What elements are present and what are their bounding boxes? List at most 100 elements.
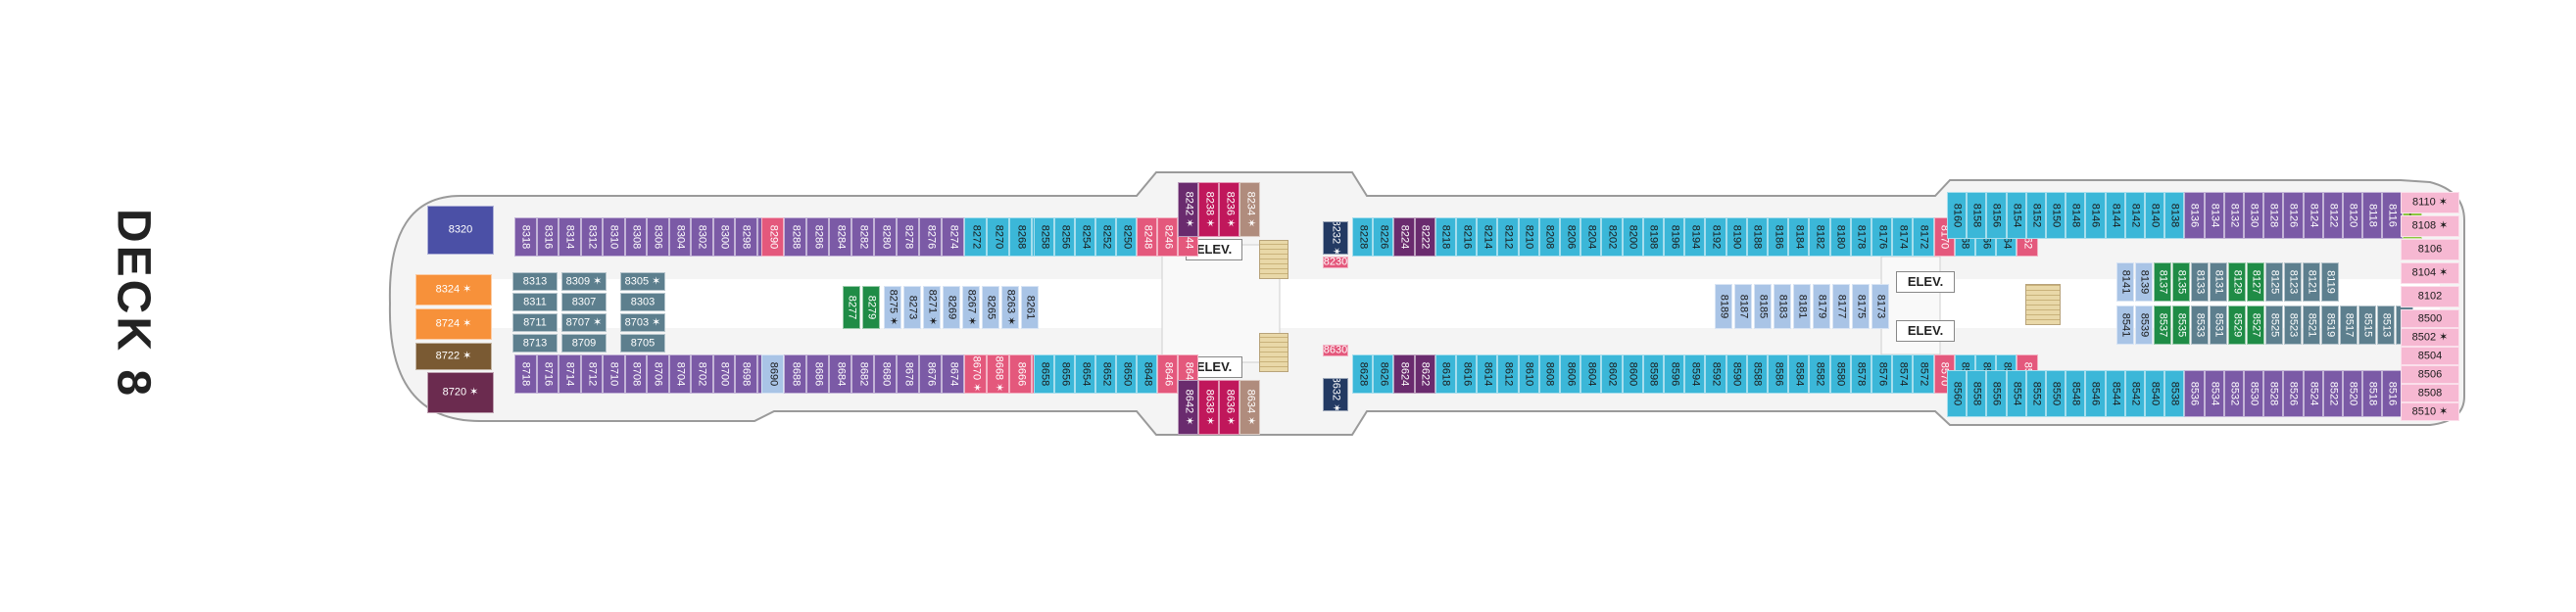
cabin-8588[interactable]: 8588 — [1746, 354, 1768, 394]
cabin-8129[interactable]: 8129 — [2228, 262, 2246, 302]
cabin-8122[interactable]: 8122 — [2322, 192, 2343, 239]
cabin-8146[interactable]: 8146 — [2085, 192, 2106, 239]
cabin-8520[interactable]: 8520 — [2343, 370, 2363, 417]
cabin-8534[interactable]: 8534 — [2204, 370, 2224, 417]
cabin-8271[interactable]: 8271 ✶ — [923, 286, 941, 329]
cabin-8526[interactable]: 8526 — [2283, 370, 2304, 417]
cabin-8131[interactable]: 8131 — [2210, 262, 2227, 302]
cabin-8200[interactable]: 8200 — [1622, 217, 1643, 257]
cabin-8183[interactable]: 8183 — [1774, 284, 1791, 329]
cabin-8236[interactable]: 8236 ✶ — [1219, 182, 1239, 237]
cabin-8636[interactable]: 8636 ✶ — [1219, 380, 1239, 435]
cabin-8502[interactable]: 8502 ✶ — [2401, 328, 2459, 347]
cabin-8298[interactable]: 8298 — [735, 217, 757, 257]
cabin-8238[interactable]: 8238 ✶ — [1198, 182, 1219, 237]
cabin-8654[interactable]: 8654 — [1075, 354, 1095, 394]
cabin-8232[interactable]: 8232 ✶ — [1323, 221, 1348, 255]
cabin-8230[interactable]: 8230 — [1323, 257, 1348, 268]
cabin-8234[interactable]: 8234 ✶ — [1239, 182, 1260, 237]
cabin-8318[interactable]: 8318 — [514, 217, 537, 257]
cabin-8552[interactable]: 8552 — [2025, 370, 2046, 417]
cabin-8521[interactable]: 8521 — [2303, 306, 2320, 345]
cabin-8258[interactable]: 8258 — [1034, 217, 1054, 257]
cabin-8504[interactable]: 8504 — [2401, 347, 2459, 365]
cabin-8263[interactable]: 8263 ✶ — [1001, 286, 1019, 329]
cabin-8531[interactable]: 8531 — [2210, 306, 2227, 345]
cabin-8206[interactable]: 8206 — [1560, 217, 1581, 257]
cabin-8274[interactable]: 8274 — [942, 217, 964, 257]
cabin-8248[interactable]: 8248 — [1137, 217, 1157, 257]
cabin-8523[interactable]: 8523 — [2284, 306, 2302, 345]
cabin-8624[interactable]: 8624 — [1393, 354, 1415, 394]
cabin-8135[interactable]: 8135 — [2172, 262, 2190, 302]
cabin-8616[interactable]: 8616 — [1456, 354, 1478, 394]
cabin-8275[interactable]: 8275 ✶ — [884, 286, 901, 329]
cabin-8554[interactable]: 8554 — [2006, 370, 2026, 417]
cabin-8180[interactable]: 8180 — [1829, 217, 1851, 257]
cabin-8670[interactable]: 8670 ✶ — [964, 354, 987, 394]
cabin-8218[interactable]: 8218 — [1434, 217, 1456, 257]
cabin-8133[interactable]: 8133 — [2191, 262, 2209, 302]
cabin-8304[interactable]: 8304 — [668, 217, 691, 257]
cabin-8516[interactable]: 8516 — [2382, 370, 2403, 417]
cabin-8308[interactable]: 8308 — [624, 217, 647, 257]
cabin-8148[interactable]: 8148 — [2066, 192, 2086, 239]
cabin-8646[interactable]: 8646 — [1157, 354, 1178, 394]
cabin-8204[interactable]: 8204 — [1580, 217, 1602, 257]
cabin-8300[interactable]: 8300 — [712, 217, 735, 257]
cabin-8590[interactable]: 8590 — [1725, 354, 1747, 394]
cabin-8288[interactable]: 8288 — [784, 217, 806, 257]
cabin-8184[interactable]: 8184 — [1788, 217, 1810, 257]
cabin-8550[interactable]: 8550 — [2046, 370, 2066, 417]
cabin-8222[interactable]: 8222 — [1414, 217, 1435, 257]
cabin-8536[interactable]: 8536 — [2184, 370, 2205, 417]
cabin-8272[interactable]: 8272 — [964, 217, 987, 257]
cabin-8535[interactable]: 8535 — [2172, 306, 2190, 345]
cabin-8518[interactable]: 8518 — [2362, 370, 2383, 417]
cabin-8307[interactable]: 8307 — [561, 293, 607, 311]
cabin-8303[interactable]: 8303 — [620, 293, 665, 311]
cabin-8134[interactable]: 8134 — [2204, 192, 2224, 239]
cabin-8710[interactable]: 8710 — [603, 354, 625, 394]
cabin-8584[interactable]: 8584 — [1788, 354, 1810, 394]
cabin-8582[interactable]: 8582 — [1809, 354, 1830, 394]
cabin-8314[interactable]: 8314 — [559, 217, 581, 257]
cabin-8510[interactable]: 8510 ✶ — [2401, 402, 2459, 421]
cabin-8120[interactable]: 8120 — [2343, 192, 2363, 239]
cabin-8175[interactable]: 8175 — [1852, 284, 1870, 329]
cabin-8311[interactable]: 8311 — [512, 293, 558, 311]
cabin-8684[interactable]: 8684 — [829, 354, 851, 394]
cabin-8116[interactable]: 8116 — [2382, 192, 2403, 239]
cabin-8656[interactable]: 8656 — [1054, 354, 1075, 394]
cabin-8525[interactable]: 8525 — [2265, 306, 2283, 345]
cabin-8190[interactable]: 8190 — [1725, 217, 1747, 257]
cabin-8630[interactable]: 8630 — [1323, 345, 1348, 356]
cabin-8690[interactable]: 8690 — [761, 354, 784, 394]
cabin-8707[interactable]: 8707 ✶ — [561, 313, 607, 332]
cabin-8676[interactable]: 8676 — [919, 354, 942, 394]
cabin-8130[interactable]: 8130 — [2244, 192, 2264, 239]
cabin-8596[interactable]: 8596 — [1664, 354, 1685, 394]
cabin-8256[interactable]: 8256 — [1054, 217, 1075, 257]
cabin-8705[interactable]: 8705 — [620, 334, 665, 353]
cabin-8127[interactable]: 8127 — [2247, 262, 2264, 302]
cabin-8177[interactable]: 8177 — [1832, 284, 1850, 329]
cabin-8610[interactable]: 8610 — [1518, 354, 1539, 394]
cabin-8186[interactable]: 8186 — [1768, 217, 1789, 257]
cabin-8194[interactable]: 8194 — [1684, 217, 1706, 257]
cabin-8102[interactable]: 8102 — [2401, 286, 2459, 307]
cabin-8178[interactable]: 8178 — [1850, 217, 1871, 257]
cabin-8506[interactable]: 8506 — [2401, 365, 2459, 384]
cabin-8265[interactable]: 8265 — [982, 286, 999, 329]
cabin-8290[interactable]: 8290 — [761, 217, 784, 257]
cabin-8668[interactable]: 8668 ✶ — [987, 354, 1009, 394]
cabin-8226[interactable]: 8226 — [1373, 217, 1394, 257]
cabin-8282[interactable]: 8282 — [851, 217, 874, 257]
cabin-8185[interactable]: 8185 — [1754, 284, 1772, 329]
cabin-8533[interactable]: 8533 — [2191, 306, 2209, 345]
cabin-8606[interactable]: 8606 — [1560, 354, 1581, 394]
cabin-8316[interactable]: 8316 — [536, 217, 559, 257]
cabin-8527[interactable]: 8527 — [2247, 306, 2264, 345]
cabin-8586[interactable]: 8586 — [1768, 354, 1789, 394]
cabin-8212[interactable]: 8212 — [1497, 217, 1519, 257]
